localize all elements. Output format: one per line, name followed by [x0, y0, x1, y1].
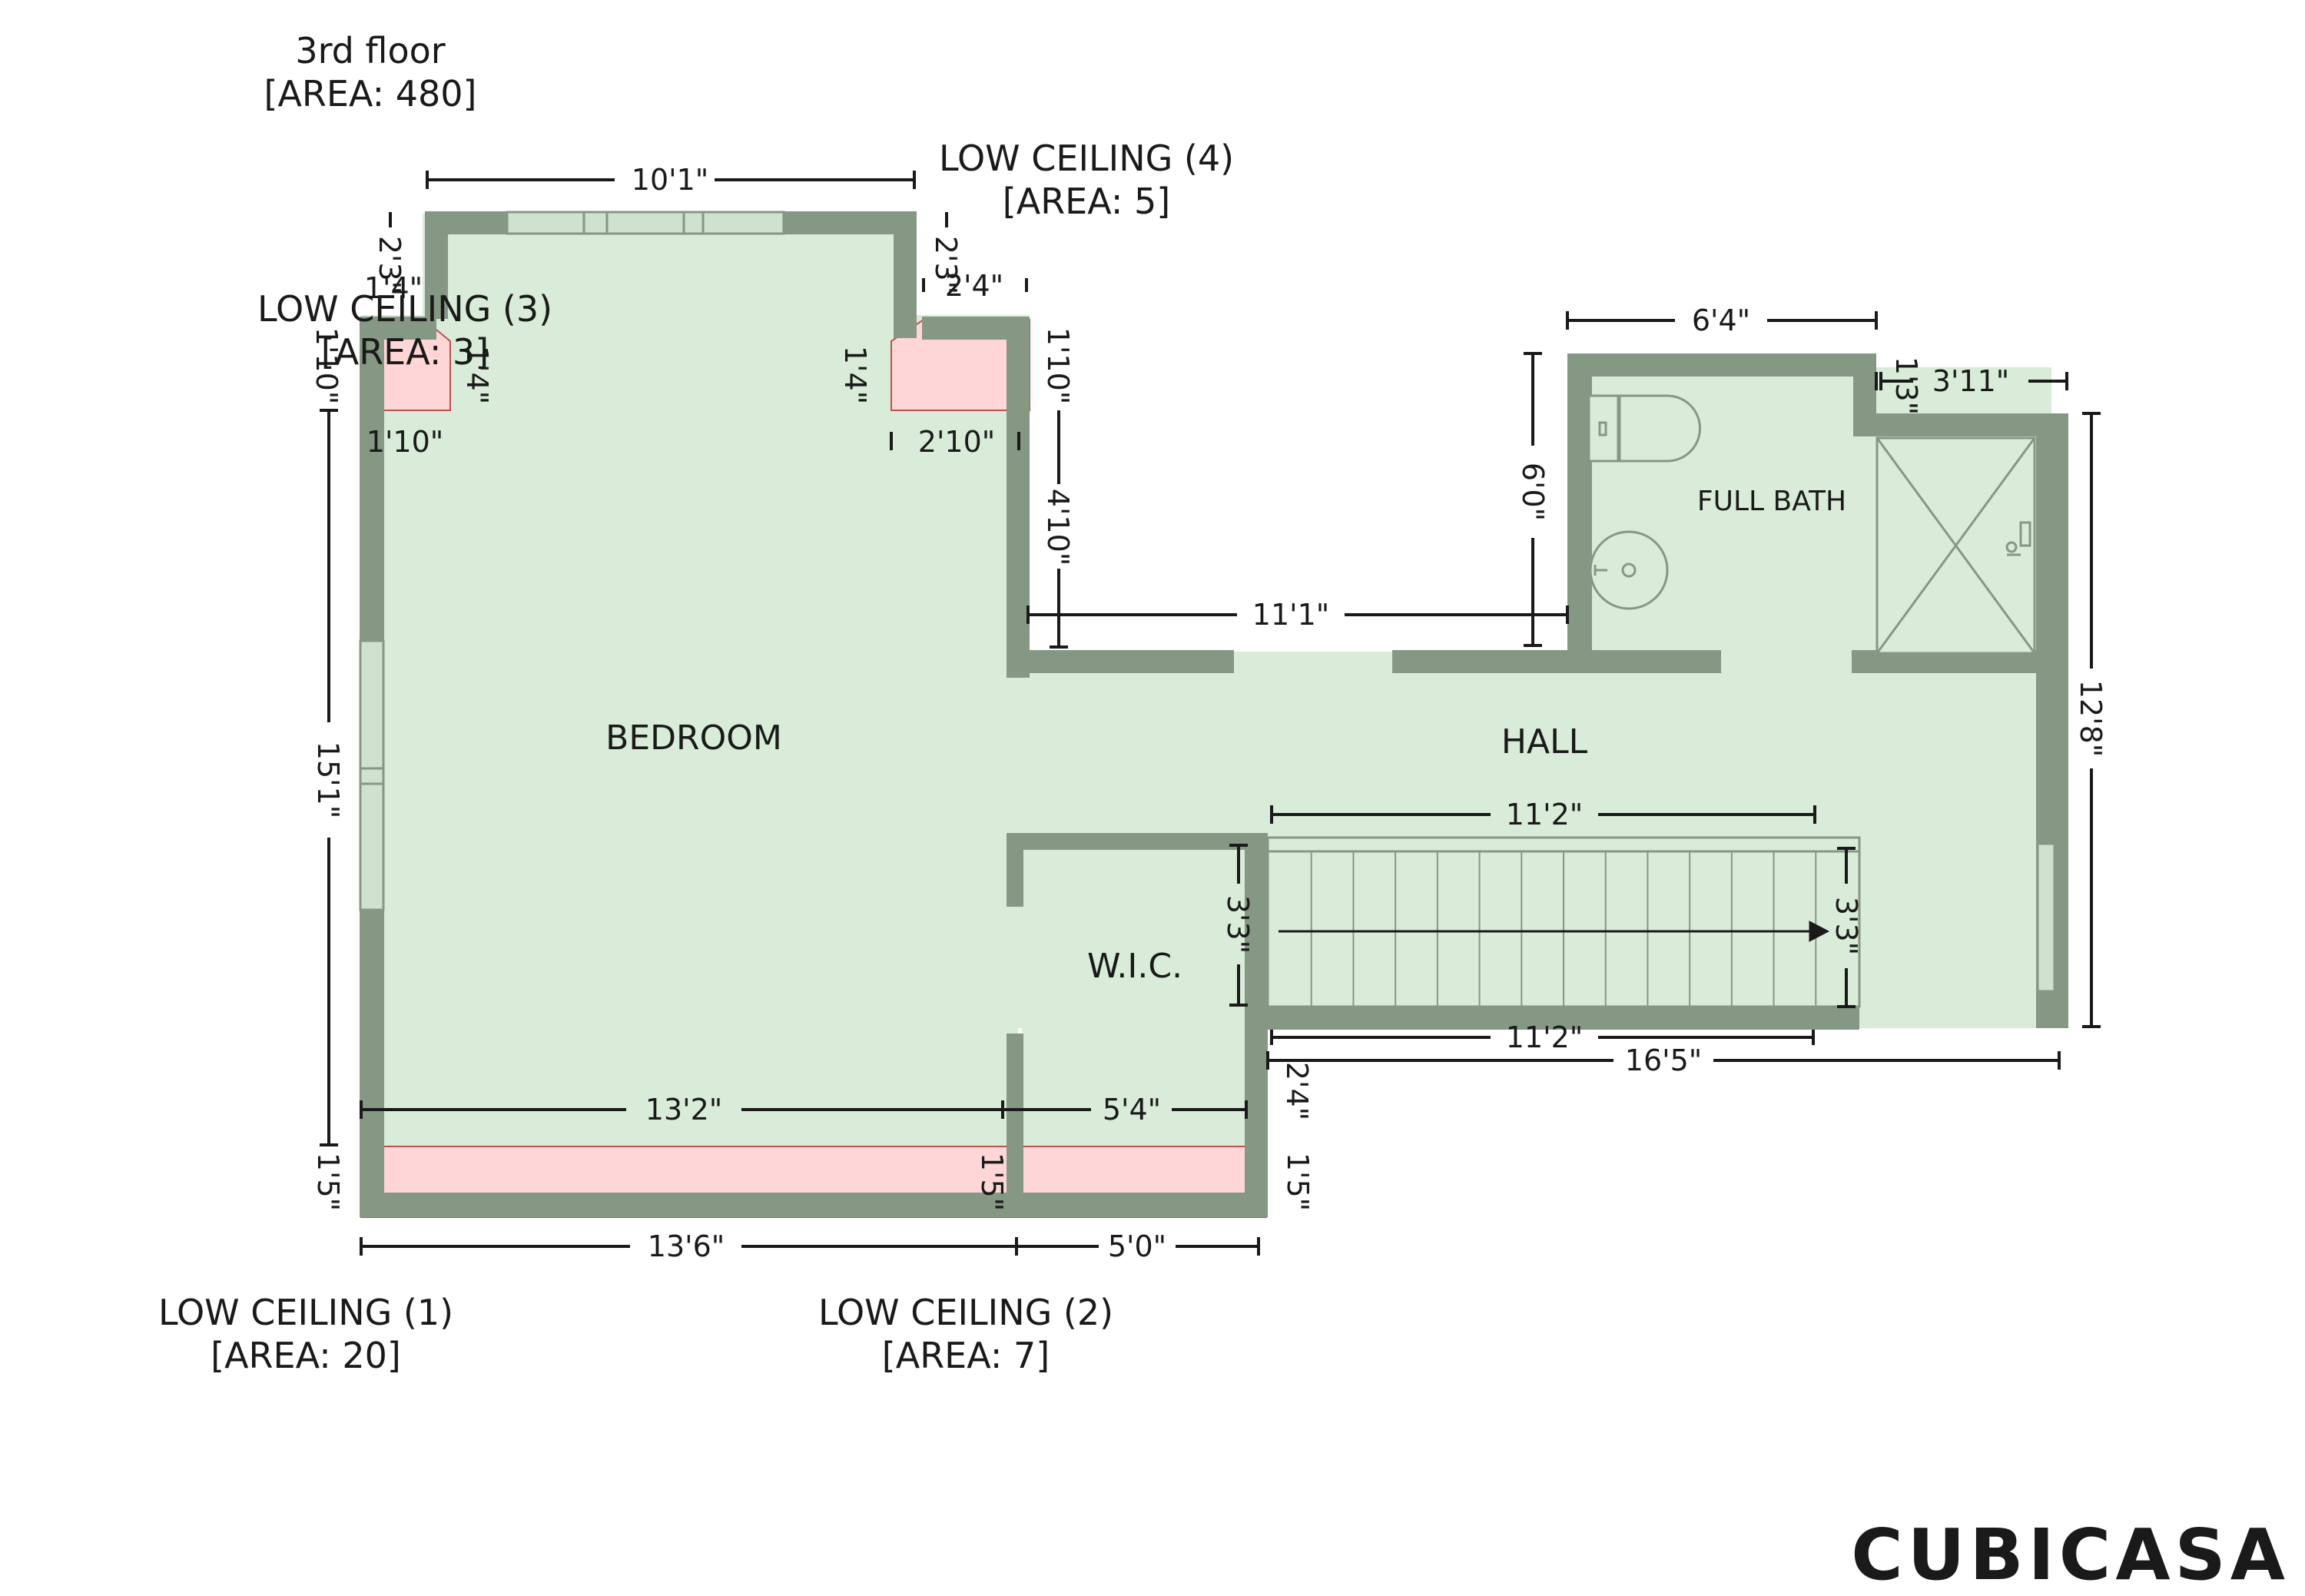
toilet-icon — [1587, 394, 1701, 463]
dim-lc4-side: 1'4" — [838, 346, 872, 404]
dim-lc4-width: 2'10" — [918, 425, 995, 459]
wall-top-left-vertical — [425, 211, 448, 319]
dim-bath-width: 6'4" — [1692, 304, 1750, 337]
dim-lc4-notch: 2'3" — [929, 236, 963, 294]
hall-label: HALL — [1501, 722, 1588, 762]
low-ceiling-4-label: LOW CEILING (4) — [939, 138, 1234, 179]
dim-lc1-width: 13'6" — [648, 1229, 725, 1263]
room-labels: BEDROOM HALL W.I.C. FULL BATH — [605, 486, 1846, 986]
dim-left-total: 15'1" — [311, 742, 345, 818]
wall-wic-left-upper — [1007, 833, 1023, 907]
low-ceiling-3-area-label: [AREA: 3] — [321, 331, 489, 373]
low-ceiling-1-area-label: [AREA: 20] — [211, 1335, 401, 1376]
dim-lc3-side: 1'4" — [460, 346, 494, 404]
wall-shower-top — [1853, 413, 2068, 436]
dim-right-total: 12'8" — [2074, 680, 2108, 757]
dim-stairs-depth-right: 3'3" — [1829, 897, 1863, 955]
wall-wic-left-lower — [1007, 1034, 1023, 1212]
floor-area: [AREA: 480] — [264, 73, 477, 114]
dim-lc3-notch: 2'3" — [373, 236, 406, 294]
bedroom-label: BEDROOM — [605, 718, 782, 758]
wall-bottom — [360, 1193, 1266, 1217]
dim-hall-span: 11'1" — [1252, 598, 1329, 632]
dim-lc3-width: 1'10" — [366, 425, 443, 459]
dim-lc4-top: 2'4" — [945, 269, 1003, 303]
window-top — [506, 211, 785, 235]
full-bath-label: FULL BATH — [1697, 486, 1846, 517]
wall-wic-top — [1007, 833, 1268, 850]
dim-bedroom-width: 13'2" — [645, 1093, 722, 1126]
wall-hall-top-2 — [1392, 650, 1721, 673]
brand-logo: CUBICASA — [1851, 1514, 2290, 1596]
dimension-labels: 10'1" 6'4" 3'11" 1'3" 6'0" 12'8" 15'1" 1… — [310, 163, 2108, 1263]
dim-top-window-wall: 10'1" — [632, 163, 708, 197]
stair-steps — [1310, 851, 1817, 1007]
dim-shower-width: 3'11" — [1932, 364, 2009, 398]
annotations: 3rd floor [AREA: 480] LOW CEILING (1) [A… — [158, 30, 1234, 1376]
low-ceiling-3-label: LOW CEILING (3) — [257, 288, 552, 330]
wall-right-upper — [1007, 317, 1030, 678]
low-ceiling-2-area-label: [AREA: 7] — [882, 1335, 1050, 1376]
windows — [359, 211, 2056, 993]
wall-stairs-bottom — [1245, 1007, 1859, 1030]
dim-right-wall-upper: 4'10" — [1041, 489, 1075, 566]
dim-stairs-depth-left: 3'3" — [1221, 895, 1255, 954]
low-ceiling-1-label: LOW CEILING (1) — [158, 1292, 453, 1333]
dim-lc2-width: 5'0" — [1108, 1229, 1166, 1263]
dim-lc4-height: 1'10" — [1041, 327, 1075, 404]
dim-shower-offset: 1'3" — [1889, 357, 1923, 415]
wall-top-right-vertical — [894, 211, 917, 338]
low-ceiling-2-label: LOW CEILING (2) — [818, 1292, 1113, 1333]
dim-hall-bottom: 16'5" — [1625, 1044, 1702, 1077]
dim-wic-width: 5'4" — [1103, 1093, 1161, 1126]
dim-wic-step: 2'4" — [1280, 1062, 1314, 1120]
dimension-lines — [320, 171, 2101, 1256]
window-right — [2036, 842, 2056, 993]
dim-stairs-top: 11'2" — [1506, 798, 1583, 831]
dim-left-lc-height: 1'10" — [310, 327, 343, 404]
wic-label: W.I.C. — [1087, 947, 1182, 986]
sink-icon — [1589, 530, 1669, 610]
dim-lc2-height: 1'5" — [1281, 1153, 1315, 1211]
dim-stairs-bottom: 11'2" — [1506, 1020, 1583, 1054]
dim-lc1-height: 1'5" — [311, 1153, 345, 1211]
stairs-arrow — [1279, 921, 1830, 942]
dim-lc3-top: 1'4" — [364, 271, 423, 305]
floor-title: 3rd floor — [295, 30, 445, 71]
shower-icon — [1876, 436, 2036, 655]
wall-bath-top — [1567, 353, 1876, 377]
dim-bath-height: 6'0" — [1516, 463, 1550, 521]
window-left — [359, 639, 385, 911]
dim-lc-mid-height: 1'5" — [975, 1153, 1009, 1211]
wall-hall-top-1 — [1007, 650, 1234, 673]
low-ceiling-4-area-label: [AREA: 5] — [1003, 181, 1170, 222]
